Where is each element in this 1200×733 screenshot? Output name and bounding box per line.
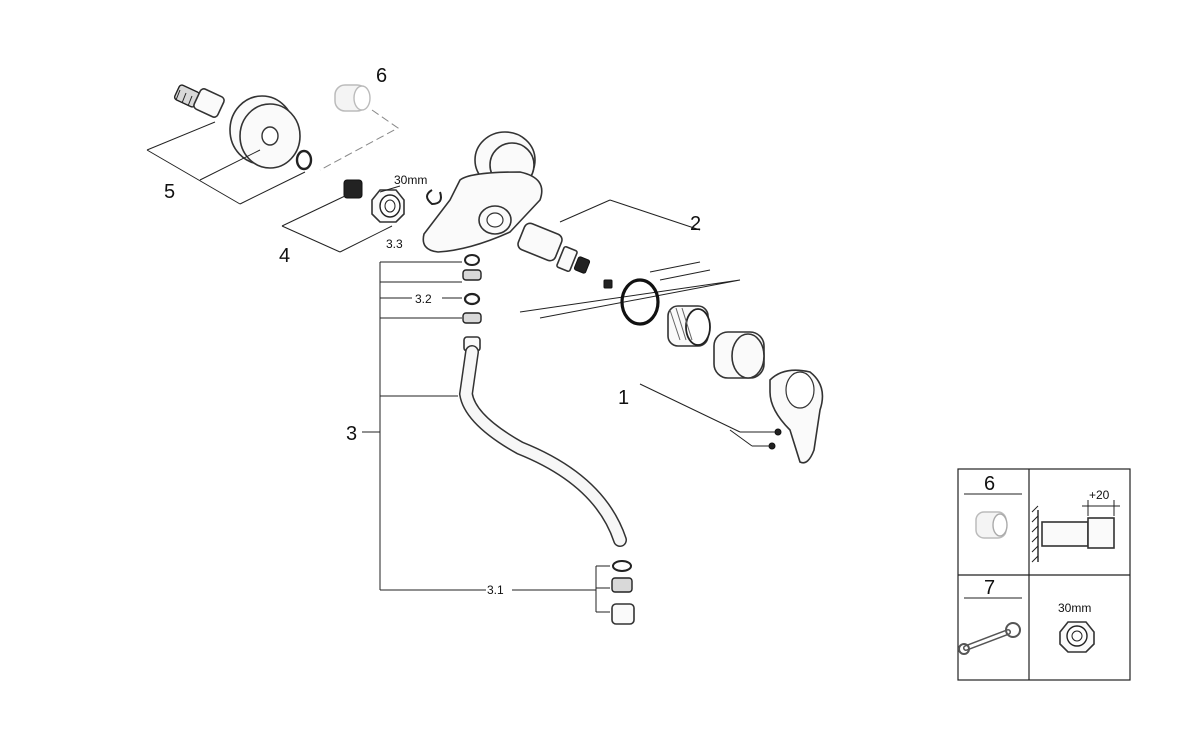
callout-4: 4	[279, 245, 290, 267]
faucet-body	[422, 131, 543, 253]
escutcheon-part-5	[229, 95, 301, 169]
leader-part-2	[519, 199, 741, 319]
lever-handle-part-1	[768, 369, 824, 464]
callout-5: 5	[164, 181, 175, 203]
washer-part-5	[295, 149, 313, 171]
callout-3-3: 3.3	[386, 237, 403, 251]
legend-dim-plus20: +20	[1089, 488, 1110, 502]
leader-part-4	[281, 195, 393, 253]
dimension-leader	[379, 185, 401, 193]
callout-6: 6	[376, 65, 387, 87]
legend-nut-icon	[1059, 621, 1095, 653]
spout-fittings-top	[462, 254, 482, 352]
callout-1: 1	[618, 387, 629, 409]
leader-part-3	[362, 261, 610, 613]
legend-label-6: 6	[984, 473, 995, 495]
threaded-sleeve-part-1	[667, 305, 711, 347]
connector-part-5	[173, 84, 225, 118]
o-ring-part-1	[620, 278, 660, 326]
legend-dim-30mm: 30mm	[1058, 601, 1091, 615]
aerator-part-3-1	[611, 560, 635, 625]
callout-3: 3	[346, 423, 357, 445]
leader-part-1	[639, 383, 775, 447]
legend-adapter-icon	[975, 511, 1008, 539]
adapter-part-6	[334, 84, 371, 112]
cap-part-1	[713, 331, 765, 379]
legend-box	[957, 468, 1131, 681]
spout-tube-fill	[460, 346, 626, 546]
callout-2: 2	[690, 213, 701, 235]
spout-tube	[458, 345, 627, 547]
callout-3-1: 3.1	[487, 583, 504, 597]
leader-part-6	[319, 109, 399, 171]
callout-3-2: 3.2	[415, 292, 432, 306]
legend-extension-icon	[1031, 500, 1120, 563]
dimension-30mm: 30mm	[394, 173, 427, 187]
cartridge-part-2	[517, 222, 613, 289]
eccentric-part-4	[343, 179, 363, 199]
nut-part-4	[371, 189, 405, 223]
legend-wrench-icon	[958, 622, 1021, 655]
legend-label-7: 7	[984, 577, 995, 599]
leader-part-5	[146, 121, 306, 205]
clip-part-3-3	[426, 189, 442, 206]
